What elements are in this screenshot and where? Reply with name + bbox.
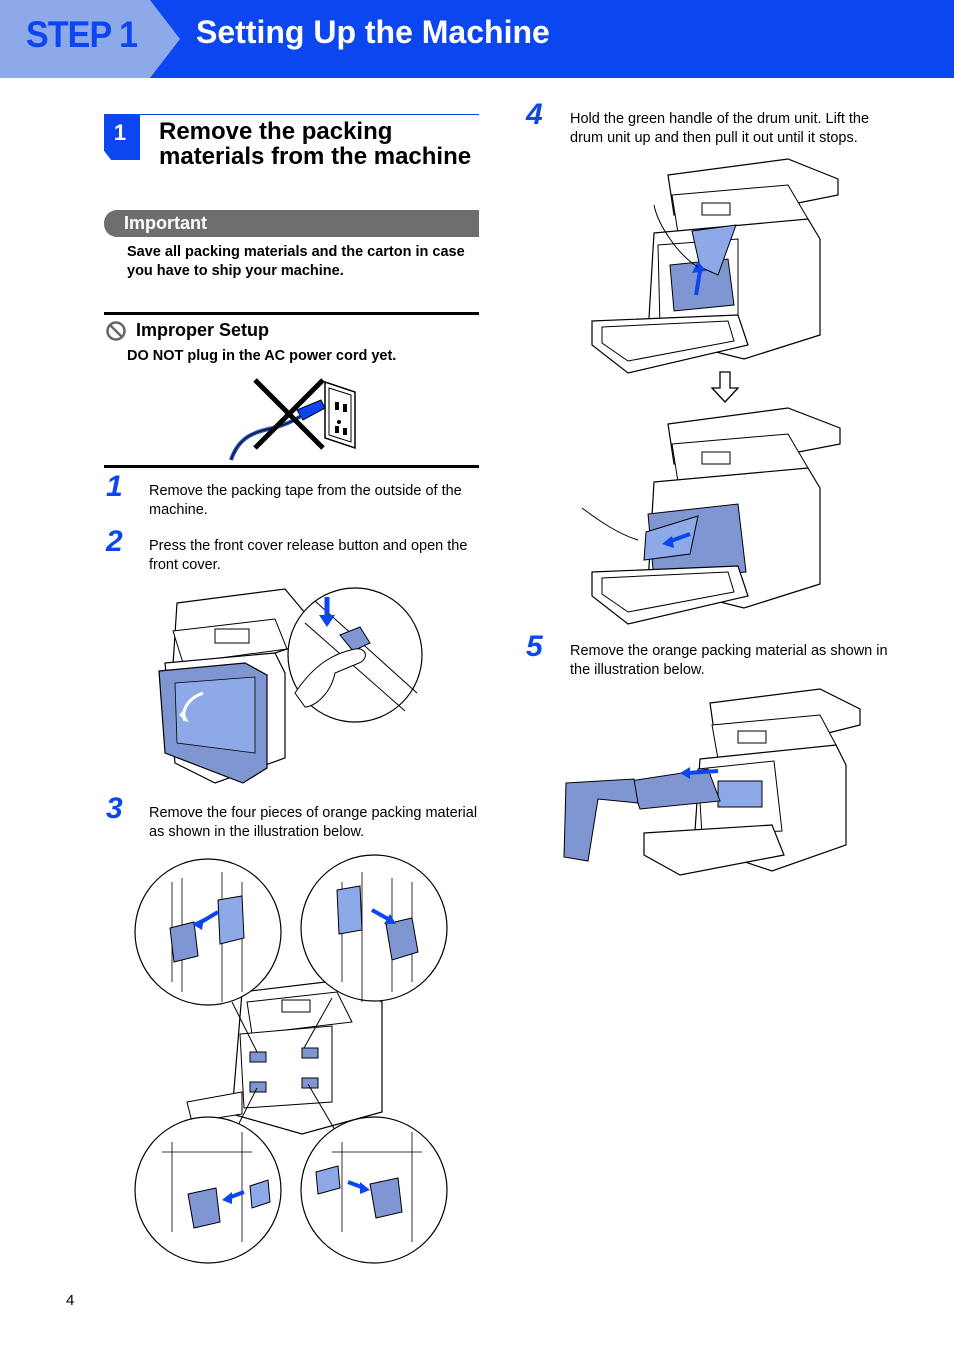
step-number: 1 [106,470,123,503]
drum-unit-pull-illustration [581,407,841,625]
improper-setup-text: DO NOT plug in the AC power cord yet. [127,348,397,364]
power-plug-illustration [229,378,356,461]
front-cover-open-illustration [158,587,423,784]
step-text: Remove the orange packing material as sh… [570,643,888,678]
improper-setup-title: Improper Setup [136,320,270,340]
section-rule [140,114,479,115]
page-title: Setting Up the Machine [196,14,550,50]
section-title: Remove the packing materials from the ma… [159,118,472,170]
important-title: Important [124,213,207,233]
page-header: STEP 1 Setting Up the Machine [0,0,954,78]
important-bar [104,210,479,237]
orange-packing-pieces-illustration [134,854,448,1264]
step-text: Remove the four pieces of orange packing… [149,805,478,840]
divider [104,312,479,315]
step-number: 5 [526,630,543,663]
step-number: 2 [106,525,123,558]
drum-unit-lift-illustration [591,158,839,374]
important-text: Save all packing materials and the carto… [127,244,465,279]
section-number-box [104,114,140,160]
prohibited-icon [106,321,126,341]
step-text: Press the front cover release button and… [149,538,468,573]
orange-packing-removal-illustration [563,688,861,876]
divider [104,465,479,468]
step-text: Remove the packing tape from the outside… [149,483,462,518]
section-number: 1 [113,120,127,145]
step-text: Hold the green handle of the drum unit. … [570,111,870,146]
step-arrow-badge [0,0,180,78]
step-number: 3 [106,792,123,825]
step-number: 4 [526,98,543,131]
page-number: 4 [66,1292,75,1309]
arrow-down-icon [710,371,740,403]
step-label: STEP 1 [26,14,138,55]
